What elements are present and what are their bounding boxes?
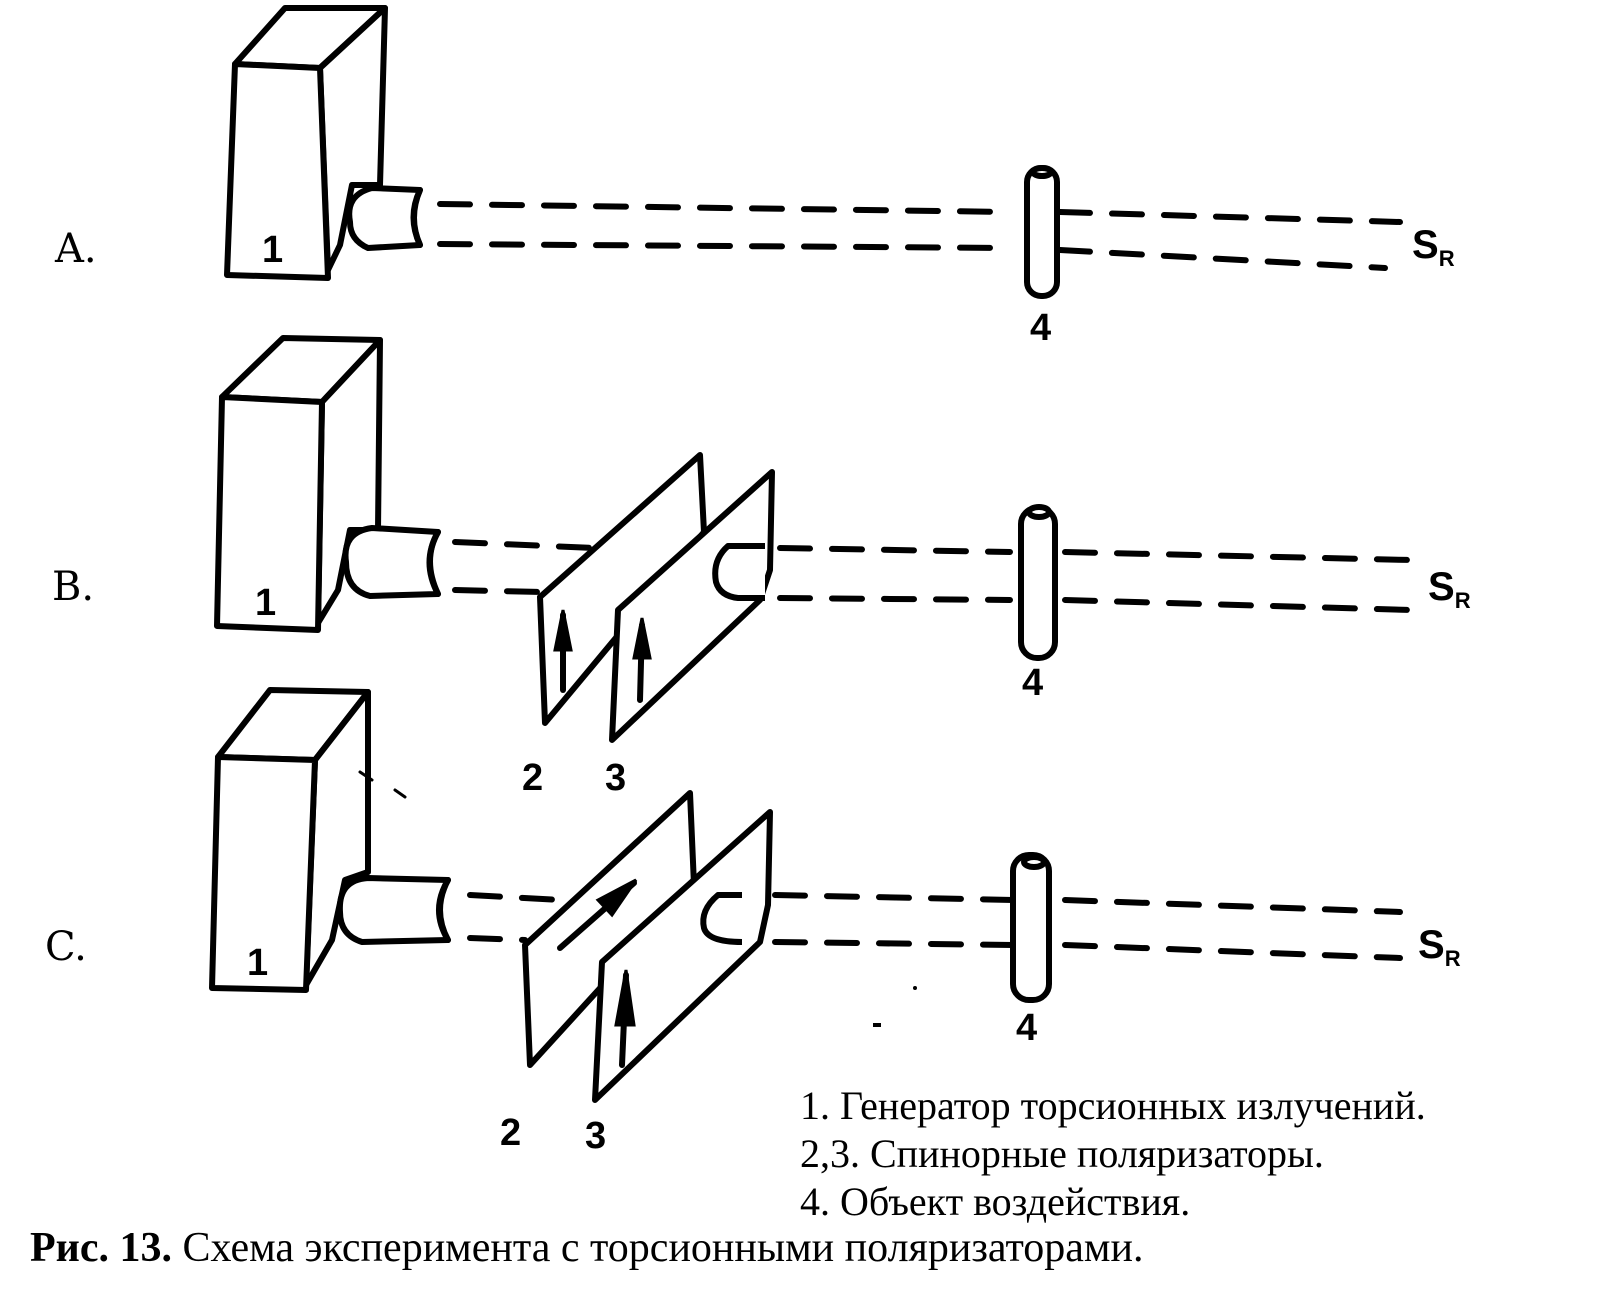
row-b: B. 1 2 3 [52, 335, 1471, 799]
object-cylinder-a [1024, 165, 1060, 299]
beam-lower-out [1062, 942, 1403, 961]
beam-lower [772, 939, 1018, 948]
generator-label: 1 [262, 229, 283, 271]
polarizer-label: 2 [500, 1112, 521, 1154]
beam-upper-out [1057, 209, 1403, 225]
figure-caption: Рис. 13. Схема эксперимента с торсионным… [30, 1224, 1143, 1272]
nozzle-rim [436, 877, 451, 943]
beam-upper-out [1062, 549, 1413, 563]
object-label-b: 4 [1022, 662, 1043, 704]
emitter-nozzle [342, 525, 441, 599]
end-label-c: SR [1418, 923, 1461, 971]
caption-prefix: Рис. 13. [30, 1225, 172, 1271]
scan-artifact [913, 986, 917, 990]
nozzle-rim [426, 529, 441, 597]
row-a: A. 1 4 SR [54, 5, 1455, 349]
arrow-up-icon [614, 969, 636, 1027]
generator-front [214, 394, 325, 633]
cylinder-top [1021, 854, 1047, 870]
polarizer-label: 2 [522, 757, 543, 799]
beam-lower [777, 595, 1013, 603]
beam-exit-hook [700, 892, 743, 945]
cylinder-top [1030, 165, 1054, 179]
object-cylinder-b [1018, 504, 1058, 661]
end-label-a: SR [1412, 223, 1455, 271]
scan-artifact [358, 770, 407, 799]
polarizer-plate [592, 809, 773, 1103]
beam-upper-out [1062, 897, 1403, 915]
object-cylinder-c [1010, 852, 1052, 1003]
cylinder-top [1026, 504, 1052, 520]
legend-item-generator: 1. Генератор торсионных излучений. [800, 1083, 1426, 1128]
arrow-diagonal-icon [595, 878, 638, 918]
generator-label: 1 [247, 942, 268, 984]
figure-legend: 1. Генератор торсионных излучений. 2,3. … [800, 1082, 1426, 1226]
polarizer-label: 3 [585, 1115, 606, 1157]
legend-item-object: 4. Объект воздействия. [800, 1179, 1191, 1224]
beam-upper-in [467, 892, 563, 903]
polarizer-label: 3 [605, 757, 626, 799]
arrow-up-icon [632, 617, 652, 660]
arrow-up-icon [553, 609, 573, 652]
emitter-nozzle [346, 185, 423, 251]
generator-front [224, 61, 331, 281]
caption-text: Схема эксперимента с торсионными поляриз… [172, 1225, 1144, 1271]
cylinder-body [1010, 852, 1052, 1003]
object-label-a: 4 [1030, 307, 1051, 349]
row-label-b: B. [52, 564, 94, 610]
nozzle-rim [410, 187, 423, 248]
cylinder-body [1018, 505, 1058, 661]
generator-a: 1 [224, 5, 423, 281]
beam-lower-out [1062, 597, 1413, 613]
generator-c: 1 [209, 687, 451, 993]
legend-item-polarizers: 2,3. Спинорные поляризаторы. [800, 1131, 1324, 1176]
generator-front [209, 754, 318, 993]
row-label-c: C. [45, 924, 87, 970]
polarizer-3-b: 3 [605, 469, 775, 799]
polarizer-3-c: 3 [585, 809, 773, 1157]
beam-lower-out [1057, 247, 1388, 271]
beam-lower [437, 241, 1013, 251]
generator-b: 1 [214, 335, 441, 633]
beam-upper [437, 201, 1013, 215]
row-c: C. 1 2 3 [45, 687, 1461, 1157]
object-label-c: 4 [1016, 1007, 1037, 1049]
beam-upper [777, 545, 1013, 555]
beam-lower-in [467, 935, 528, 943]
end-label-b: SR [1428, 565, 1471, 613]
beam-lower-in [452, 587, 543, 595]
generator-label: 1 [255, 582, 276, 624]
row-label-a: A. [54, 226, 97, 272]
cylinder-body [1024, 165, 1060, 299]
beam-upper [772, 892, 1018, 903]
emitter-nozzle [336, 875, 451, 945]
beam-upper-in [452, 539, 598, 551]
beam-exit-hook [712, 543, 765, 601]
